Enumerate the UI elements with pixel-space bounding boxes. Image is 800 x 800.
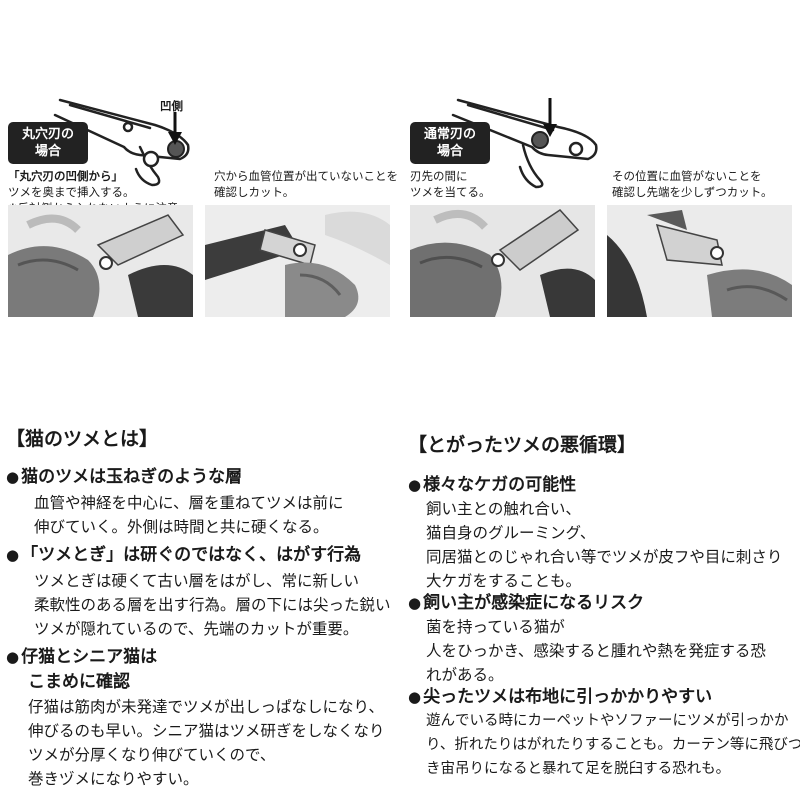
badge-normal-blade: 通常刃の 場合 — [410, 122, 490, 164]
caption-line: 穴から血管位置が出ていないことを — [214, 169, 398, 183]
item-heading: ●仔猫とシニア猫は — [6, 642, 385, 667]
photo-place-claw-normal — [410, 205, 595, 317]
item-heading-text: 猫のツメは玉ねぎのような層 — [21, 467, 243, 487]
item-heading: ●様々なケガの可能性 — [408, 470, 782, 495]
body-line: 血管や神経を中心に、層を重ねてツメは前に — [34, 494, 344, 512]
body-line: 遊んでいる時にカーペットやソファーにツメが引っかか — [426, 713, 789, 729]
item-body: 血管や神経を中心に、層を重ねてツメは前に 伸びていく。外側は時間と共に硬くなる。 — [34, 491, 344, 539]
item-body: ツメとぎは硬くて古い層をはがし、常に新しい 柔軟性のある層を出す行為。層の下には… — [34, 569, 391, 641]
badge-line-1: 通常刃の — [423, 127, 476, 142]
item-heading-text: 「ツメとぎ」は研ぐのではなく、はがす行為 — [21, 545, 362, 565]
item-heading-text: 様々なケガの可能性 — [423, 475, 577, 495]
body-line: 仔猫は筋肉が未発達でツメが出しっぱなしになり、 — [28, 698, 384, 716]
badge-line-2: 場合 — [436, 144, 463, 159]
caption-line: 確認し先端を少しずつカット。 — [612, 185, 773, 199]
bullet-icon: ● — [6, 648, 20, 666]
section-title-cat-claws: 【猫のツメとは】 — [6, 428, 159, 450]
body-line: 伸びていく。外側は時間と共に硬くなる。 — [34, 518, 329, 536]
badge-line-2: 場合 — [34, 144, 61, 159]
bullet-icon: ● — [408, 688, 422, 706]
body-line: れがある。 — [426, 666, 504, 684]
badge-round-hole-blade: 丸穴刃の 場合 — [8, 122, 88, 164]
caption-line: 「丸穴刃の凹側から」 — [8, 169, 123, 183]
left-item-scratching: ●「ツメとぎ」は研ぐのではなく、はがす行為 ツメとぎは硬くて古い層をはがし、常に… — [6, 540, 391, 641]
caption-line: その位置に血管がないことを — [612, 169, 762, 183]
bullet-icon: ● — [408, 594, 422, 612]
badge-line-1: 丸穴刃の — [21, 127, 74, 142]
arrow-label-concave-side: 凹側 — [160, 99, 183, 113]
item-heading-line2: こまめに確認 — [28, 672, 130, 692]
item-body: 菌を持っている猫が 人をひっかき、感染すると腫れや熱を発症する恐 れがある。 — [426, 615, 766, 687]
body-line: き宙吊りになると暴れて足を脱臼する恐れも。 — [426, 761, 731, 777]
down-arrow-icon — [543, 98, 557, 142]
photo-cut-normal — [607, 205, 792, 317]
item-body: 仔猫は筋肉が未発達でツメが出しっぱなしになり、 伸びるのも早い。シニア猫はツメ研… — [28, 695, 385, 791]
right-item-infection-risk: ●飼い主が感染症になるリスク 菌を持っている猫が 人をひっかき、感染すると腫れや… — [408, 588, 766, 687]
item-heading: ●飼い主が感染症になるリスク — [408, 588, 766, 613]
item-heading-text: 飼い主が感染症になるリスク — [423, 593, 645, 613]
item-heading: ●猫のツメは玉ねぎのような層 — [6, 462, 344, 487]
right-item-fabric-snag: ●尖ったツメは布地に引っかかりやすい 遊んでいる時にカーペットやソファーにツメが… — [408, 682, 800, 781]
item-heading: ●尖ったツメは布地に引っかかりやすい — [408, 682, 800, 707]
body-line: 大ケガをすることも。 — [426, 572, 582, 590]
body-line: 同居猫とのじゃれ合い等でツメが皮フや目に刺さり — [426, 548, 783, 566]
body-line: 巻きヅメになりやすい。 — [28, 770, 199, 788]
bullet-icon: ● — [408, 476, 422, 494]
caption-left-step2: 穴から血管位置が出ていないことを 確認しカット。 — [214, 168, 398, 200]
left-item-kitten-senior: ●仔猫とシニア猫は こまめに確認 仔猫は筋肉が未発達でツメが出しっぱなしになり、… — [6, 642, 385, 791]
caption-line: ツメを奥まで挿入する。 — [8, 185, 135, 199]
left-item-onion-layers: ●猫のツメは玉ねぎのような層 血管や神経を中心に、層を重ねてツメは前に 伸びてい… — [6, 462, 344, 539]
photo-cut-round — [205, 205, 390, 317]
body-line: 柔軟性のある層を出す行為。層の下には尖った鋭い — [34, 596, 391, 614]
caption-line: 刃先の間に — [410, 169, 468, 183]
body-line: ツメとぎは硬くて古い層をはがし、常に新しい — [34, 572, 360, 590]
body-line: 菌を持っている猫が — [426, 618, 565, 636]
item-heading-text: 仔猫とシニア猫は — [21, 647, 158, 667]
bullet-icon: ● — [6, 468, 20, 486]
caption-line: 確認しカット。 — [214, 185, 295, 199]
body-line: 人をひっかき、感染すると腫れや熱を発症する恐 — [426, 642, 766, 660]
item-heading-text: 尖ったツメは布地に引っかかりやすい — [423, 687, 713, 707]
body-line: 伸びるのも早い。シニア猫はツメ研ぎをしなくなり — [28, 722, 385, 740]
section-title-sharp-claws: 【とがったツメの悪循環】 — [408, 434, 637, 456]
caption-right-step1: 刃先の間に ツメを当てる。 — [410, 168, 491, 200]
right-item-injuries: ●様々なケガの可能性 飼い主との触れ合い、 猫自身のグルーミング、 同居猫とのじ… — [408, 470, 782, 593]
bullet-icon: ● — [6, 546, 20, 564]
photo-insert-claw-round — [8, 205, 193, 317]
body-line: り、折れたりはがれたりすることも。カーテン等に飛びつ — [426, 737, 800, 753]
body-line: ツメが分厚くなり伸びていくので、 — [28, 746, 276, 764]
body-line: ツメが隠れているので、先端のカットが重要。 — [34, 620, 359, 638]
body-line: 猫自身のグルーミング、 — [426, 524, 596, 542]
item-heading: ●「ツメとぎ」は研ぐのではなく、はがす行為 — [6, 540, 391, 565]
caption-line: ツメを当てる。 — [410, 185, 491, 199]
body-line: 飼い主との触れ合い、 — [426, 500, 581, 518]
item-body: 飼い主との触れ合い、 猫自身のグルーミング、 同居猫とのじゃれ合い等でツメが皮フ… — [426, 497, 782, 593]
caption-right-step2: その位置に血管がないことを 確認し先端を少しずつカット。 — [612, 168, 773, 200]
clipper-closeup-normal — [448, 85, 618, 195]
item-body: 遊んでいる時にカーペットやソファーにツメが引っかか り、折れたりはがれたりするこ… — [426, 709, 800, 781]
down-arrow-icon — [168, 112, 182, 150]
